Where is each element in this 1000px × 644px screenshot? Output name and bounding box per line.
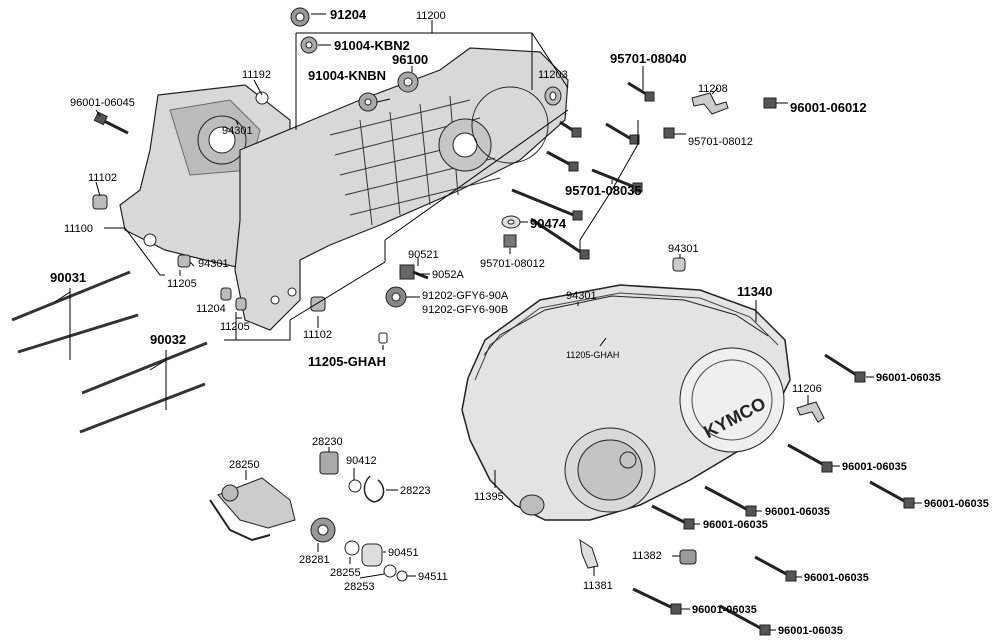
- label-90412: 90412: [346, 455, 377, 467]
- clamp-11382: [679, 549, 697, 565]
- label-96001-06035-f: 96001-06035: [804, 572, 869, 584]
- label-96001-06035-a: 96001-06035: [876, 372, 941, 384]
- gear-28230: [319, 451, 339, 475]
- label-96001-06035-h: 96001-06035: [778, 625, 843, 637]
- label-11102-b: 11102: [303, 329, 332, 341]
- label-11203: 11203: [538, 69, 568, 81]
- label-90032: 90032: [150, 332, 186, 347]
- label-11205-a: 11205: [167, 278, 197, 290]
- washer-90474: [501, 215, 521, 229]
- bracket-11208: [691, 92, 729, 115]
- label-11205-ghah: 11205-GHAH: [308, 354, 386, 369]
- bearing-91204: [290, 7, 310, 27]
- circlip-94511: [396, 570, 408, 582]
- label-11102-a: 11102: [88, 172, 117, 184]
- label-11205-ghah-small: 11205-GHAH: [566, 350, 619, 360]
- left-crankcase-cover: [461, 284, 791, 521]
- label-11382: 11382: [632, 550, 662, 562]
- washer-28255: [344, 540, 360, 556]
- bolts-95701: [511, 81, 652, 257]
- oil-seal-28281: [310, 517, 336, 543]
- cover-bolts: [632, 353, 909, 632]
- label-94301-d: 94301: [566, 290, 597, 302]
- bolt-95701-08012-a: [663, 127, 675, 139]
- label-94301-a: 94301: [222, 125, 253, 137]
- label-96001-06035-c: 96001-06035: [924, 498, 989, 510]
- label-11205-b: 11205: [220, 321, 250, 333]
- label-95701-08012-a: 95701-08012: [688, 136, 753, 148]
- bearing-91004-kbn2: [300, 36, 318, 54]
- label-91202-gfy6-90a: 91202-GFY6-90A: [422, 290, 509, 302]
- washer-28253: [383, 564, 397, 578]
- label-11381: 11381: [583, 580, 613, 592]
- label-11100: 11100: [64, 223, 93, 235]
- label-91204: 91204: [330, 7, 367, 22]
- label-90451: 90451: [388, 547, 419, 559]
- label-96001-06035-b: 96001-06035: [842, 461, 907, 473]
- label-28223: 28223: [400, 485, 431, 497]
- leader-lines: [54, 13, 922, 631]
- crankcase-right-half: [234, 47, 569, 331]
- label-9052a: 9052A: [432, 269, 464, 281]
- bolt-95701-08012-b: [503, 234, 517, 248]
- label-96001-06035-e: 96001-06035: [703, 519, 768, 531]
- bolt-96001-06045: [93, 111, 129, 135]
- label-28250: 28250: [229, 459, 260, 471]
- label-91202-gfy6-90b: 91202-GFY6-90B: [422, 304, 508, 316]
- label-96001-06012: 96001-06012: [790, 100, 867, 115]
- label-91004-kbn2: 91004-KBN2: [334, 38, 410, 53]
- spring-28223: [363, 475, 385, 503]
- label-96001-06045: 96001-06045: [70, 97, 135, 109]
- cover-gasket-11340: [483, 295, 769, 356]
- washer-90412: [348, 479, 362, 493]
- label-11206: 11206: [792, 383, 822, 395]
- label-11340: 11340: [737, 284, 772, 299]
- crankcase-left-half: [119, 84, 291, 271]
- label-11200: 11200: [416, 10, 446, 22]
- stud-bolts-90031: [11, 270, 139, 354]
- label-11395: 11395: [474, 491, 504, 503]
- label-96001-06035-g: 96001-06035: [692, 604, 757, 616]
- label-95701-08012-b: 95701-08012: [480, 258, 545, 270]
- label-28230: 28230: [312, 436, 343, 448]
- label-94301-b: 94301: [198, 258, 229, 270]
- label-90521: 90521: [408, 249, 439, 261]
- label-28253: 28253: [344, 581, 375, 593]
- stud-bolts-90032: [79, 341, 208, 434]
- label-11192: 11192: [242, 69, 271, 81]
- label-96100: 96100: [392, 52, 428, 67]
- bolt-90521: [399, 264, 429, 280]
- bolt-96001-06012: [763, 97, 777, 109]
- label-94511: 94511: [418, 571, 448, 583]
- bearing-91004-knbn: [358, 92, 378, 112]
- label-95701-08035: 95701-08035: [565, 183, 642, 198]
- label-94301-c: 94301: [668, 243, 699, 255]
- label-90031: 90031: [50, 270, 86, 285]
- bracket-11206: [796, 401, 825, 423]
- label-11208: 11208: [698, 83, 728, 95]
- bearing-11203: [544, 86, 562, 106]
- label-11204: 11204: [196, 303, 226, 315]
- label-28255: 28255: [330, 567, 361, 579]
- label-90474: 90474: [530, 216, 567, 231]
- label-91004-knbn: 91004-KNBN: [308, 68, 386, 83]
- cover-bolt-heads: [670, 371, 915, 636]
- label-95701-08040: 95701-08040: [610, 51, 687, 66]
- oil-seal-91202: [385, 286, 407, 308]
- kick-starter-spindle-28250: [209, 477, 296, 542]
- bushing-90451: [361, 543, 383, 567]
- label-96001-06035-d: 96001-06035: [765, 506, 830, 518]
- label-28281: 28281: [299, 554, 330, 566]
- bolt-clip-11381: [579, 538, 599, 569]
- bolt-heads-95701: [568, 91, 655, 260]
- bearing-96100: [397, 71, 419, 93]
